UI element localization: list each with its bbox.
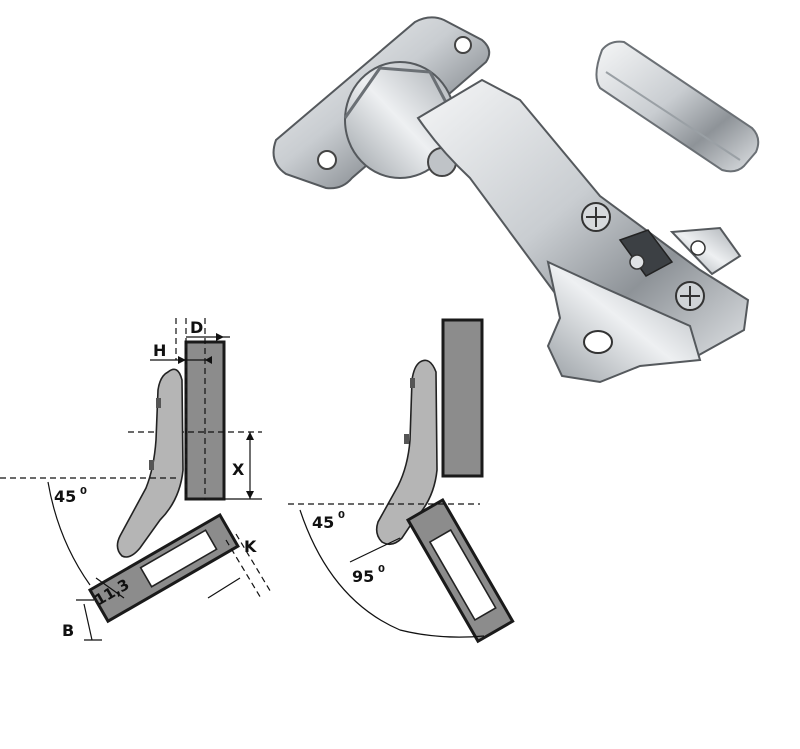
label-angle-95: 95 (352, 567, 374, 586)
label-angle-45-right: 45 (312, 513, 334, 532)
label-angle-45-unit: 0 (338, 510, 345, 521)
label-angle-unit: 0 (80, 486, 87, 497)
label-b: B (62, 621, 74, 640)
label-x: X (232, 460, 245, 479)
label-h: H (153, 341, 166, 360)
label-k: K (244, 537, 257, 556)
hinge-photo-icon (272, 16, 750, 384)
label-angle-95-unit: 0 (378, 564, 385, 575)
label-d: D (190, 318, 203, 337)
right-opening-diagram: 45 0 95 0 (288, 318, 515, 644)
left-install-diagram: D H X 45 0 K B 11,3 (0, 318, 273, 641)
label-angle-45: 45 (54, 487, 76, 506)
side-panel-right (441, 318, 484, 478)
cover-cap-photo-icon (595, 40, 760, 173)
